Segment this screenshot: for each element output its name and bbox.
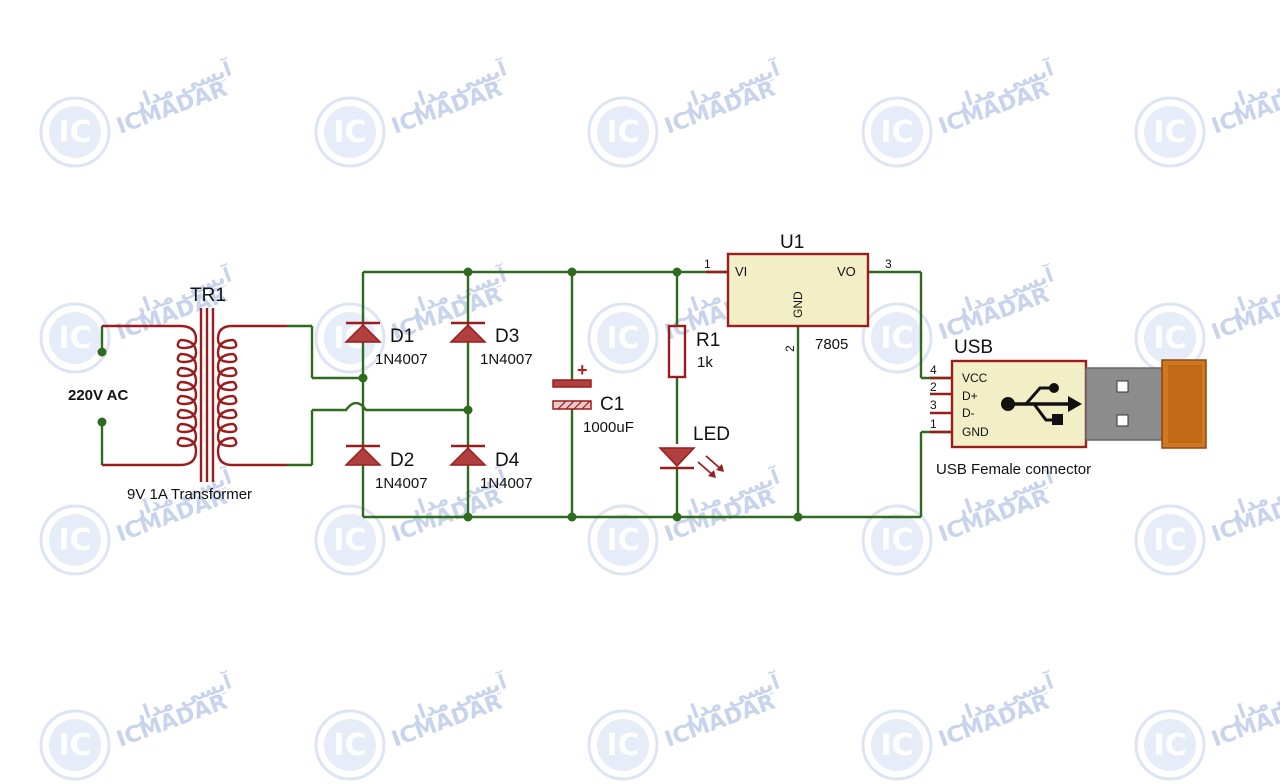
diode-d1 bbox=[344, 321, 382, 343]
watermark-ic: IC bbox=[606, 728, 639, 763]
d4-label: D4 bbox=[495, 450, 520, 471]
watermark-ic: IC bbox=[880, 523, 913, 558]
u1-vi: VI bbox=[735, 264, 747, 279]
usb-dplus: D+ bbox=[962, 389, 978, 403]
diode-d2 bbox=[344, 444, 382, 466]
d1-part: 1N4007 bbox=[375, 351, 428, 368]
d3-label: D3 bbox=[495, 326, 519, 347]
u1-pin3: 3 bbox=[885, 257, 892, 271]
watermark-ic: IC bbox=[1153, 321, 1186, 356]
c1-value: 1000uF bbox=[583, 419, 634, 436]
resistor-r1 bbox=[667, 324, 687, 379]
c1-label: C1 bbox=[600, 394, 624, 415]
watermark-ic: IC bbox=[606, 115, 639, 150]
d3-part: 1N4007 bbox=[480, 351, 533, 368]
u1-part: 7805 bbox=[815, 336, 848, 353]
usb-label: USB bbox=[954, 337, 993, 358]
usb-caption: USB Female connector bbox=[936, 461, 1091, 478]
usb-gnd: GND bbox=[962, 425, 989, 439]
ac-input-label: 220V AC bbox=[68, 387, 128, 404]
watermark-ic: IC bbox=[1153, 523, 1186, 558]
watermark-ic: IC bbox=[1153, 728, 1186, 763]
u1-pin1: 1 bbox=[704, 257, 711, 271]
u1-gnd: GND bbox=[791, 291, 805, 318]
led bbox=[658, 447, 724, 478]
watermark-ic: IC bbox=[58, 728, 91, 763]
watermark-ic: IC bbox=[333, 523, 366, 558]
regulator-u1 bbox=[706, 252, 870, 328]
wires bbox=[100, 270, 952, 519]
capacitor-c1 bbox=[552, 379, 592, 410]
led-label: LED bbox=[693, 424, 730, 445]
transformer-caption: 9V 1A Transformer bbox=[127, 486, 252, 503]
diode-d3 bbox=[449, 321, 487, 343]
watermark-ic: IC bbox=[1153, 115, 1186, 150]
d2-label: D2 bbox=[390, 450, 414, 471]
diode-d4 bbox=[449, 444, 487, 466]
u1-vo: VO bbox=[837, 264, 856, 279]
watermark-ic: IC bbox=[880, 728, 913, 763]
junctions bbox=[97, 267, 803, 522]
usb-pin1: 1 bbox=[930, 417, 937, 431]
r1-label: R1 bbox=[696, 330, 720, 351]
d4-part: 1N4007 bbox=[480, 475, 533, 492]
usb-vcc: VCC bbox=[962, 371, 988, 385]
watermark-ic: IC bbox=[606, 321, 639, 356]
transformer-tr1 bbox=[102, 308, 287, 482]
usb-connector bbox=[930, 359, 1207, 449]
usb-pin4: 4 bbox=[930, 363, 937, 377]
tr1-label: TR1 bbox=[190, 285, 226, 306]
r1-value: 1k bbox=[697, 354, 713, 371]
c1-polarity: + bbox=[577, 360, 588, 380]
watermark-ic: IC bbox=[880, 321, 913, 356]
d1-label: D1 bbox=[390, 326, 414, 347]
u1-label: U1 bbox=[780, 232, 804, 253]
watermark-ic: IC bbox=[606, 523, 639, 558]
watermark-ic: IC bbox=[58, 115, 91, 150]
usb-pin3: 3 bbox=[930, 398, 937, 412]
d2-part: 1N4007 bbox=[375, 475, 428, 492]
usb-dminus: D- bbox=[962, 406, 975, 420]
usb-icon bbox=[1001, 383, 1082, 425]
u1-pin2: 2 bbox=[783, 345, 797, 352]
watermark-ic: IC bbox=[58, 321, 91, 356]
usb-pin2: 2 bbox=[930, 380, 937, 394]
watermark-ic: IC bbox=[880, 115, 913, 150]
watermark-ic: IC bbox=[333, 115, 366, 150]
watermark-ic: IC bbox=[333, 728, 366, 763]
watermark-ic: IC bbox=[58, 523, 91, 558]
